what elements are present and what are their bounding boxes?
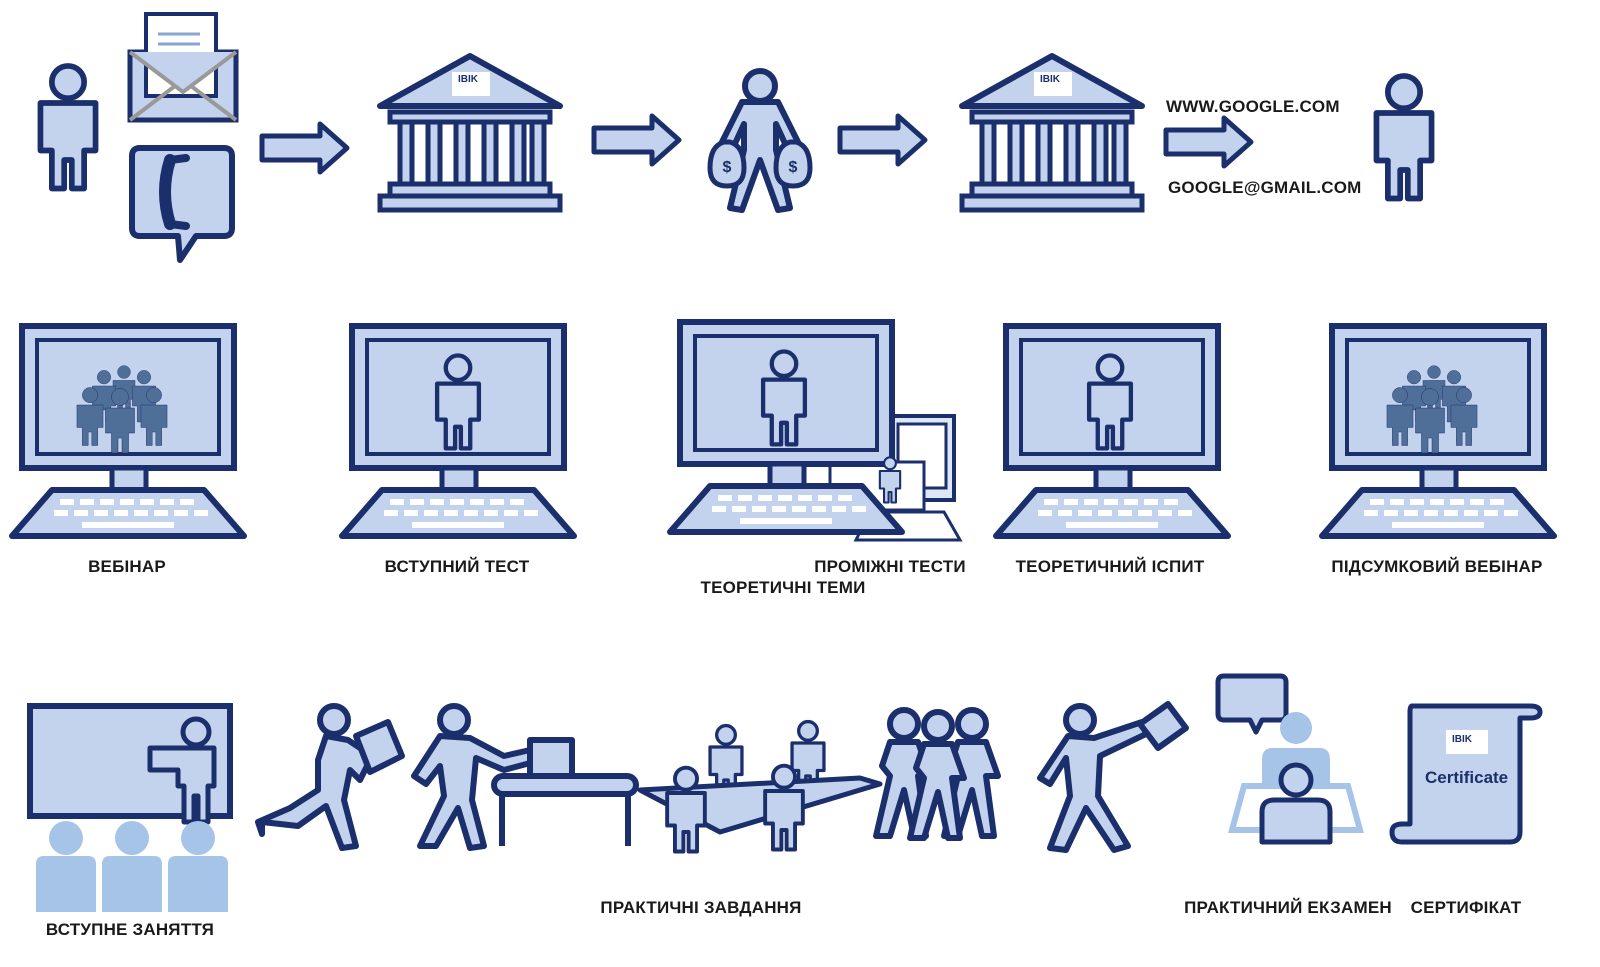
- laptop-group-icon: [1322, 326, 1554, 536]
- exam-interview-icon: [1215, 673, 1364, 845]
- envelope-icon: [127, 12, 239, 123]
- laptop-person-icon: [342, 326, 574, 536]
- certificate-logo-text: IBIK: [1452, 734, 1472, 745]
- audience-icon: [36, 821, 228, 912]
- person-icon: [40, 66, 95, 189]
- certificate-scroll-icon: [1389, 703, 1543, 845]
- arrow-right-icon: [840, 116, 925, 164]
- certificate-title: Certificate: [1425, 768, 1509, 787]
- arrow-right-icon: [262, 124, 347, 172]
- money-bags-person-icon: $ $: [707, 68, 813, 213]
- conveyor-workers-icon: [411, 703, 639, 851]
- person-icon: [1376, 76, 1431, 199]
- interim-tests-label: ПРОМІЖНІ ТЕСТИ: [814, 557, 966, 576]
- website-url: WWW.GOOGLE.COM: [1166, 97, 1340, 116]
- laptop-person-icon: [996, 326, 1228, 536]
- email-address: GOOGLE@GMAIL.COM: [1168, 178, 1362, 197]
- whiteboard-presenter-icon: [27, 703, 233, 825]
- person-carrying-box-icon: [255, 703, 405, 851]
- laptop-desktop-icon: [670, 322, 963, 542]
- svg-text:$: $: [789, 159, 798, 176]
- phone-chat-icon: [129, 145, 235, 263]
- practical-exam-label: ПРАКТИЧНИЙ ЕКЗАМЕН: [1184, 898, 1392, 917]
- intro-session-label: ВСТУПНЕ ЗАНЯТТЯ: [45, 920, 215, 939]
- arrow-right-icon: [594, 116, 679, 164]
- svg-text:$: $: [723, 159, 732, 176]
- team-table-icon: [637, 719, 883, 854]
- theory-exam-label: ТЕОРЕТИЧНИЙ ІСПИТ: [1015, 557, 1205, 576]
- practical-tasks-label: ПРАКТИЧНІ ЗАВДАННЯ: [600, 898, 802, 917]
- certificate-label: СЕРТИФІКАТ: [1410, 898, 1522, 917]
- arrow-right-icon: [1166, 118, 1251, 166]
- person-holding-certificate-icon: [1037, 701, 1189, 853]
- entry-test-label: ВСТУПНИЙ ТЕСТ: [384, 557, 530, 576]
- final-webinar-label: ПІДСУМКОВИЙ ВЕБІНАР: [1331, 557, 1543, 576]
- bank-logo-text: IBIK: [1040, 74, 1060, 85]
- theory-topics-label: ТЕОРЕТИЧНІ ТЕМИ: [700, 578, 866, 597]
- webinar-label: ВЕБІНАР: [88, 557, 166, 576]
- group-hug-icon: [876, 710, 998, 838]
- bank-logo-text: IBIK: [458, 74, 478, 85]
- laptop-group-icon: [12, 326, 244, 536]
